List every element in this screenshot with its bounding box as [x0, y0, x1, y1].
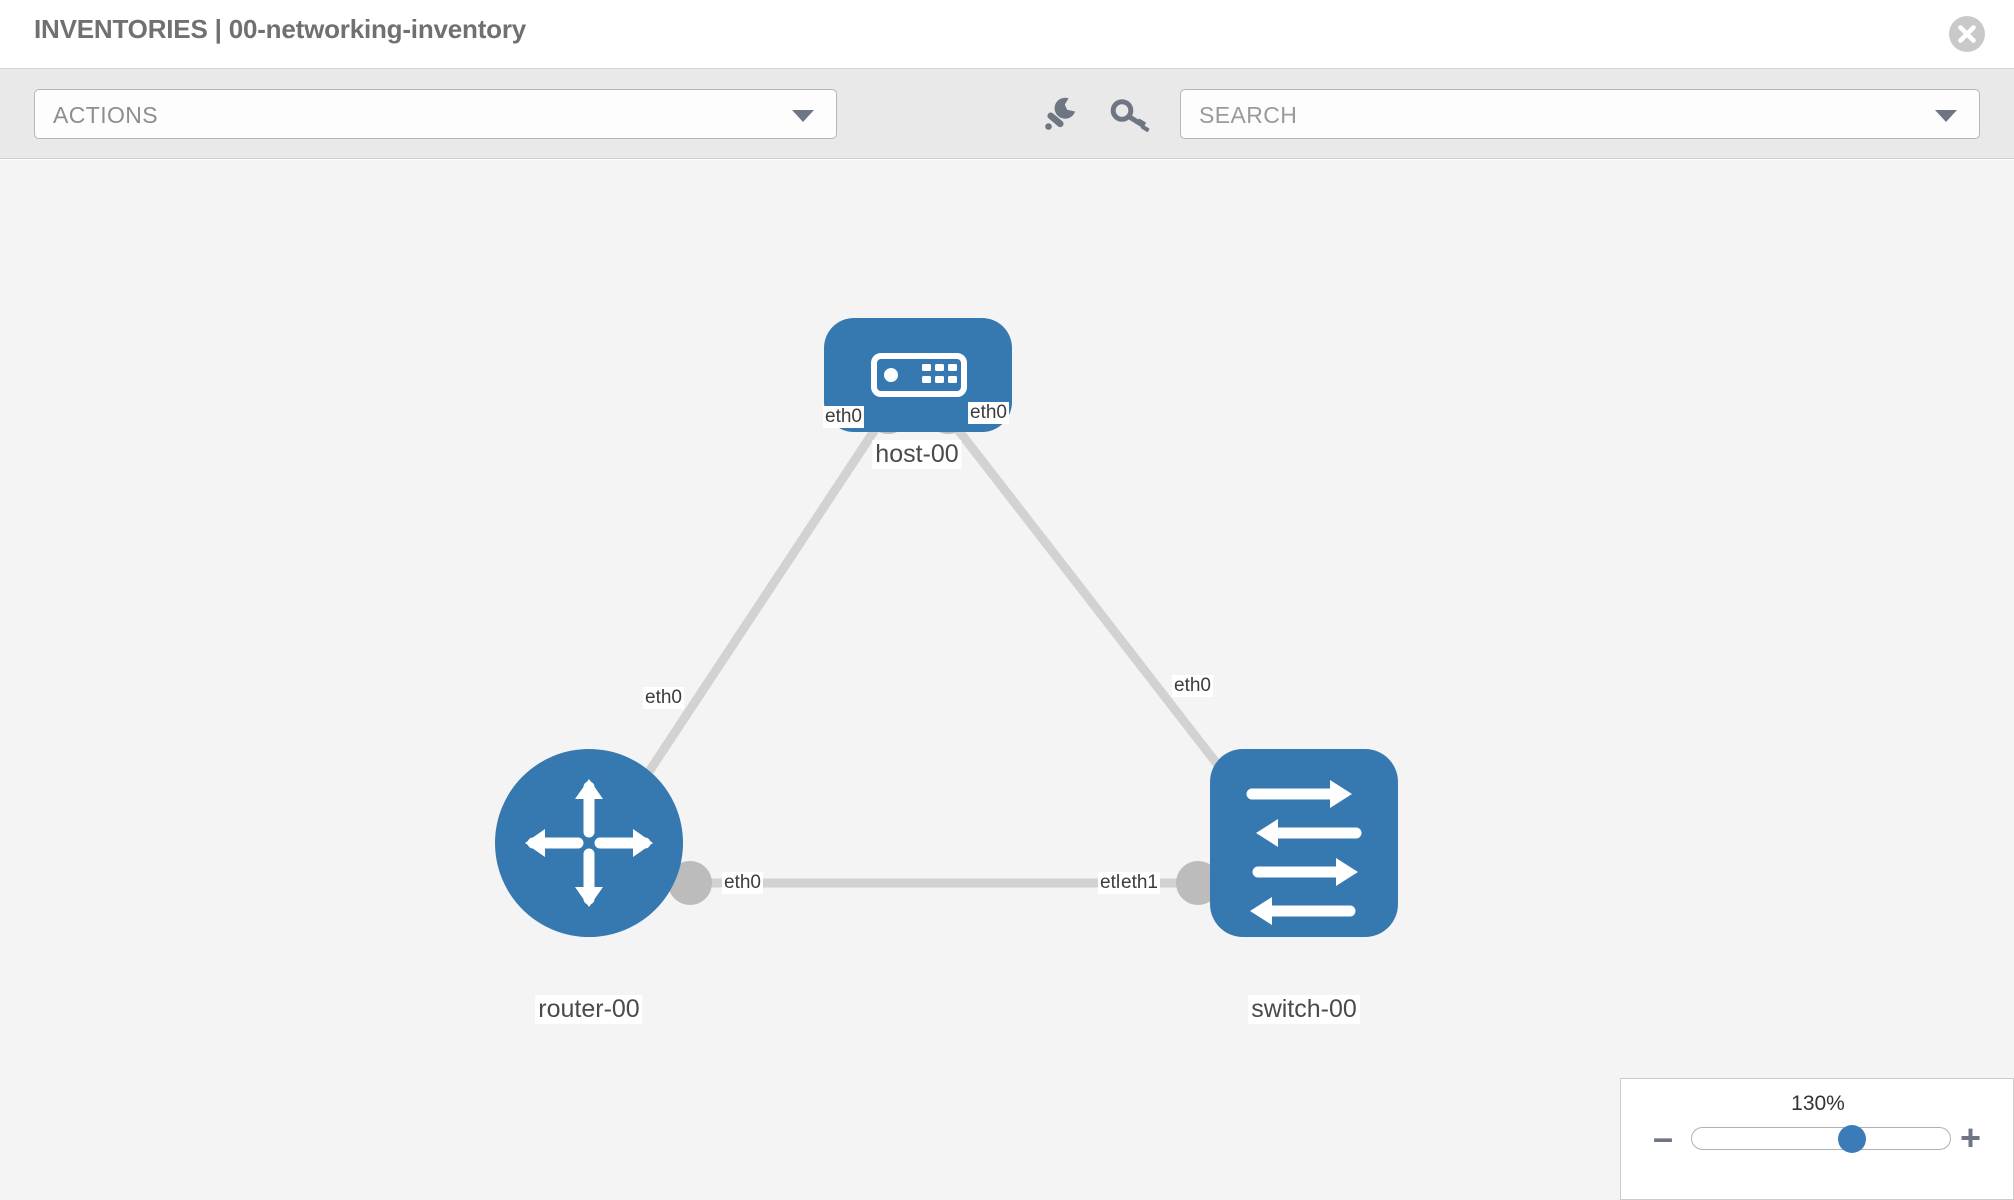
link-host-router: [621, 419, 884, 811]
zoom-control-panel: 130% – +: [1620, 1078, 2014, 1200]
page-header: INVENTORIES | 00-networking-inventory: [0, 0, 2014, 69]
actions-dropdown-label: ACTIONS: [53, 102, 159, 128]
link-host-switch: [948, 419, 1249, 803]
page-title: INVENTORIES | 00-networking-inventory: [34, 14, 527, 44]
key-icon[interactable]: [1105, 91, 1151, 137]
iface-label-router-east: eth0: [722, 872, 763, 894]
wrench-icon[interactable]: [1037, 91, 1083, 137]
chevron-down-icon[interactable]: [1935, 110, 1957, 122]
node-switch-00[interactable]: [1210, 749, 1398, 937]
iface-label-switch-north: eth0: [1172, 675, 1213, 697]
topology-graph: [495, 318, 1398, 937]
zoom-level-label: 130%: [1791, 1092, 1845, 1115]
minus-icon[interactable]: –: [1653, 1117, 1674, 1158]
iface-label-switch-west: eth1: [1119, 872, 1160, 894]
actions-dropdown[interactable]: ACTIONS: [34, 89, 837, 139]
zoom-slider[interactable]: [1691, 1124, 1951, 1153]
iface-label-host-right: eth0: [968, 402, 1009, 424]
toolbar: ACTIONS SEARCH: [0, 69, 2014, 159]
node-label-host-00: host-00: [872, 440, 962, 469]
iface-label-router-north: eth0: [643, 687, 684, 709]
connector-router-east: [668, 861, 712, 905]
node-label-router-00: router-00: [535, 995, 643, 1024]
topology-canvas[interactable]: eth0 eth0 eth0 eth0 eth0 eth eth1 host-0…: [0, 160, 2014, 1200]
search-placeholder: SEARCH: [1199, 102, 1298, 128]
close-icon[interactable]: [1948, 15, 1986, 53]
node-label-switch-00: switch-00: [1248, 995, 1360, 1024]
topology-links: [621, 419, 1249, 888]
plus-icon[interactable]: +: [1960, 1117, 1982, 1158]
iface-label-host-left: eth0: [823, 406, 864, 428]
connector-switch-west: [1176, 861, 1220, 905]
node-host-00[interactable]: [824, 318, 1012, 432]
zoom-slider-thumb[interactable]: [1837, 1124, 1866, 1153]
chevron-down-icon: [792, 110, 814, 122]
search-input[interactable]: SEARCH: [1180, 89, 1980, 139]
node-router-00[interactable]: [495, 749, 683, 937]
